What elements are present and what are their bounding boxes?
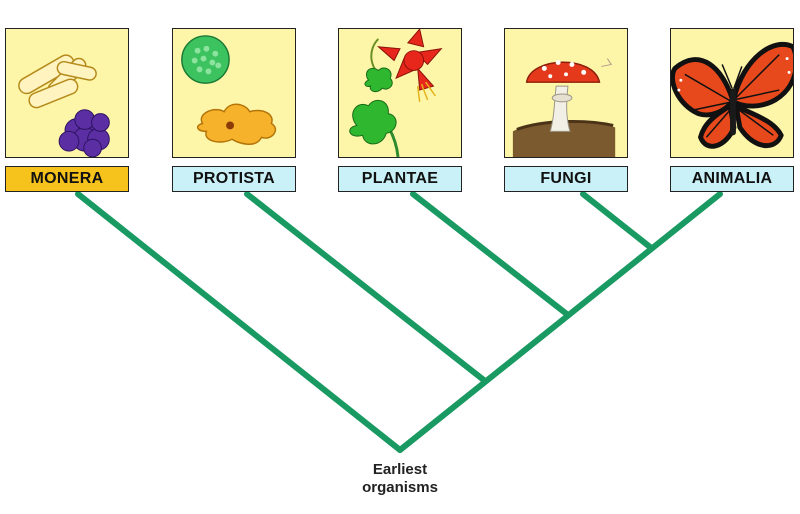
branch-animalia-trunk (397, 191, 723, 453)
kingdom-label-animalia: ANIMALIA (670, 166, 794, 192)
branch-monera (75, 191, 403, 453)
bacteria-icon (18, 54, 110, 157)
animalia-image-panel (670, 28, 794, 158)
butterfly-icon (671, 42, 793, 149)
flower-icon (349, 29, 443, 157)
branch-protista (244, 191, 488, 384)
branch-plantae (410, 191, 571, 318)
branch-fungi (580, 191, 653, 250)
kingdom-label-protista: PROTISTA (172, 166, 296, 192)
monera-image-panel (5, 28, 129, 158)
root-label-line2: organisms (362, 479, 438, 496)
protist-icon (181, 35, 277, 145)
root-label-line1: Earliest (372, 461, 428, 478)
kingdom-label-plantae: PLANTAE (338, 166, 462, 192)
root-label: Earliest organisms (340, 461, 460, 497)
kingdom-label-fungi: FUNGI (504, 166, 628, 192)
fungi-image-panel (504, 28, 628, 158)
plantae-image-panel (338, 28, 462, 158)
protista-image-panel (172, 28, 296, 158)
mushroom-icon (512, 58, 616, 157)
kingdom-label-monera: MONERA (5, 166, 129, 192)
